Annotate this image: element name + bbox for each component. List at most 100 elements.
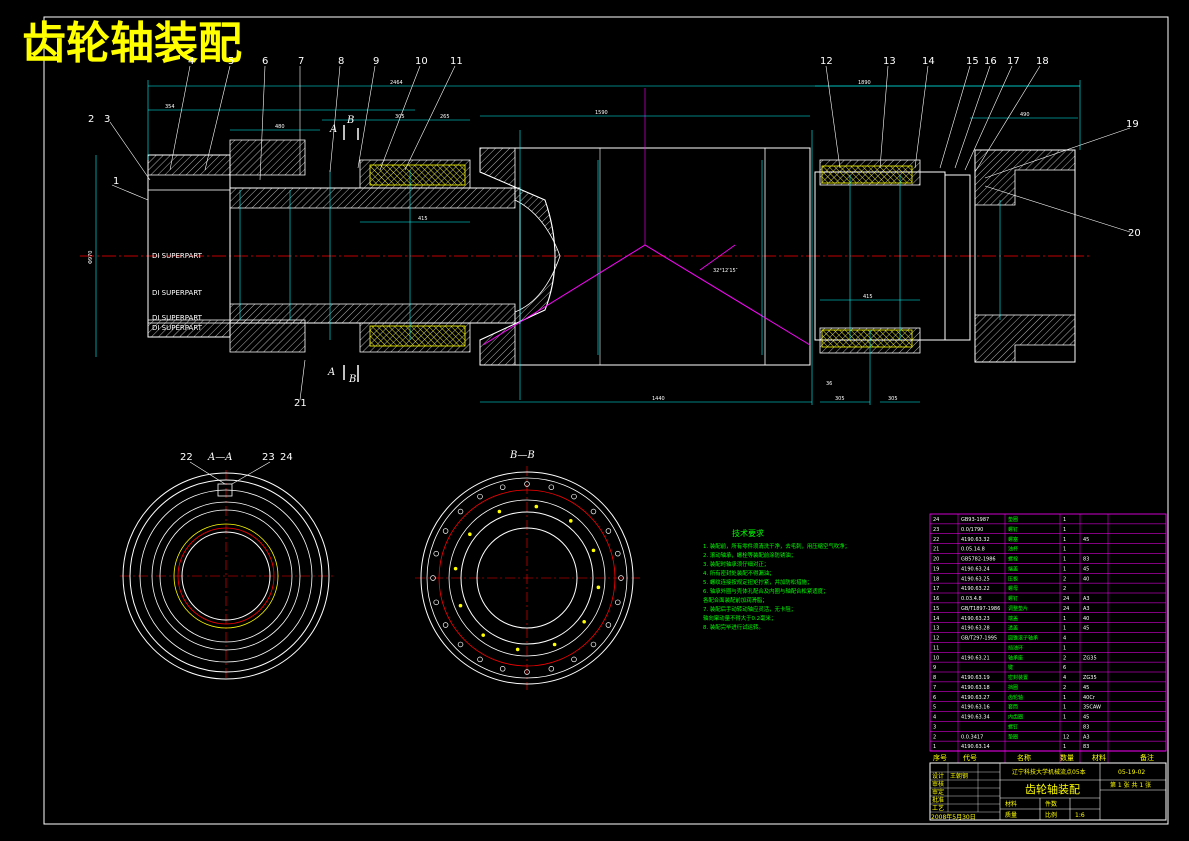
bom-cell: 1 <box>1063 744 1066 750</box>
tb-name: 齿轮轴装配 <box>1025 782 1080 796</box>
bom-cell: 4190.63.22 <box>961 586 990 592</box>
dim-1440: 1440 <box>652 396 665 402</box>
bom-cell: 10 <box>933 655 939 661</box>
bom-cell: 螺钉 <box>1008 723 1018 730</box>
bom-cell: 垫圈 <box>1008 516 1018 523</box>
bom-cell: ZG35 <box>1083 655 1097 661</box>
bolt-hole <box>590 508 597 515</box>
bom-cell: 4190.63.34 <box>961 715 990 721</box>
bolt-hole <box>615 599 621 606</box>
bom-cell: 螺钉 <box>1008 526 1018 533</box>
bom-cell: 挡油环 <box>1008 644 1023 651</box>
bom-cell: 1 <box>1063 537 1066 543</box>
tech-note-line: 轴向窜动量不得大于0.2毫米； <box>703 614 776 622</box>
balloon-leaders <box>109 65 1131 485</box>
bom-cell: 83 <box>1083 557 1089 563</box>
tb-date: 2008年5月30日 <box>931 813 976 821</box>
balloon-4: 4 <box>188 56 194 67</box>
tech-note-line: 2. 滚动轴承，螺栓等装配前涂防锈油； <box>703 551 796 559</box>
bom-header-qty: 数量 <box>1060 753 1074 762</box>
part-label-4: DI SUPERPART <box>152 324 203 332</box>
dim-angle: 32°12′15″ <box>713 268 738 274</box>
bom-cell: 螺母 <box>1008 585 1018 592</box>
bolt-hole <box>605 528 612 534</box>
bom-cell: GB93-1987 <box>961 517 989 523</box>
tech-note-line: 5. 螺纹连接按规定扭矩拧紧，并加防松措施； <box>703 578 812 586</box>
inner-bolt-hole <box>596 585 601 590</box>
bom-cell: ZG35 <box>1083 675 1097 681</box>
bom-cell: 13 <box>933 626 939 632</box>
bolt-hole <box>499 484 506 490</box>
bom-cell: 内齿圈 <box>1008 714 1023 721</box>
bom-cell: 19 <box>933 566 939 572</box>
balloon-6: 6 <box>262 56 268 67</box>
dim-305b: 305 <box>835 396 845 402</box>
bom-cell: 45 <box>1083 685 1089 691</box>
balloon-24: 24 <box>280 452 293 463</box>
tb-count: 件数 <box>1045 800 1057 808</box>
technical-notes: 技术要求 1. 装配前，所有零件须清洗干净，去毛刺，用压缩空气吹净； 2. 滚动… <box>703 528 850 631</box>
dim-1890: 1890 <box>858 80 871 86</box>
inner-bolt-hole <box>515 647 520 652</box>
bom-header-name: 名称 <box>1017 753 1031 762</box>
main-assembly-view: 354 480 2464 305 265 1590 1890 490 415 4… <box>80 80 1090 405</box>
bom-header-code: 代号 <box>963 753 977 762</box>
bom-cell: 1 <box>1063 527 1066 533</box>
bom-cell: 1 <box>1063 517 1066 523</box>
bom-cell: 压板 <box>1008 575 1018 582</box>
balloon-3: 3 <box>104 114 110 125</box>
view-bb-label: B—B <box>509 450 535 461</box>
balloon-22: 22 <box>180 452 193 463</box>
bom-cell: 调整垫片 <box>1008 605 1028 612</box>
inner-bolt-hole <box>582 619 586 624</box>
bom-cell: GB/T297-1995 <box>961 636 997 642</box>
bom-cell: 18 <box>933 576 939 582</box>
bom-cell: 4190.63.27 <box>961 695 990 701</box>
bom-cell: 透盖 <box>1008 625 1018 632</box>
bom-cell: GB/T1897-1986 <box>961 606 1000 612</box>
balloon-9: 9 <box>373 56 379 67</box>
bom-cell: 45 <box>1083 566 1089 572</box>
dim-415a: 415 <box>418 216 428 222</box>
bom-cell: 4190.63.32 <box>961 537 990 543</box>
bom-cell: 7 <box>933 685 936 691</box>
bom-cell: 45 <box>1083 626 1089 632</box>
tb-designer: 王朝钢 <box>950 772 968 780</box>
bolt-hole <box>548 484 555 490</box>
bom-cell: 油杯 <box>1008 546 1018 553</box>
bom-cell: 1 <box>1063 547 1066 553</box>
tech-note-line: 8. 装配完毕进行试运转。 <box>703 623 764 631</box>
bolt-hole <box>524 669 530 675</box>
bom-cell: 0.03.4.8 <box>961 596 982 602</box>
bolt-hole <box>499 666 506 672</box>
bom-cell: 螺塞 <box>1008 536 1018 543</box>
bolt-hole <box>615 550 621 557</box>
balloon-18: 18 <box>1036 56 1049 67</box>
part-label-1: DI SUPERPART <box>152 252 203 260</box>
bolt-hole <box>524 481 530 487</box>
tech-notes-title: 技术要求 <box>732 528 764 538</box>
bom-cell: 套筒 <box>1008 704 1018 711</box>
bom-cell: GB5782-1986 <box>961 557 996 563</box>
balloon-5: 5 <box>228 56 234 67</box>
bom-cell: 12 <box>933 636 939 642</box>
bom-cell: 2 <box>1063 685 1066 691</box>
dim-265: 265 <box>440 114 450 120</box>
part-label-3: DI SUPERPART <box>152 314 203 322</box>
balloon-19: 19 <box>1126 119 1139 130</box>
bom-cell: 35CAW <box>1083 705 1101 711</box>
bom-cell: 1 <box>1063 695 1066 701</box>
bolt-holes <box>430 481 624 675</box>
bom-cell: 4190.63.16 <box>961 705 990 711</box>
balloon-14: 14 <box>922 56 935 67</box>
balloon-12: 12 <box>820 56 833 67</box>
bom-cell: 22 <box>933 537 939 543</box>
